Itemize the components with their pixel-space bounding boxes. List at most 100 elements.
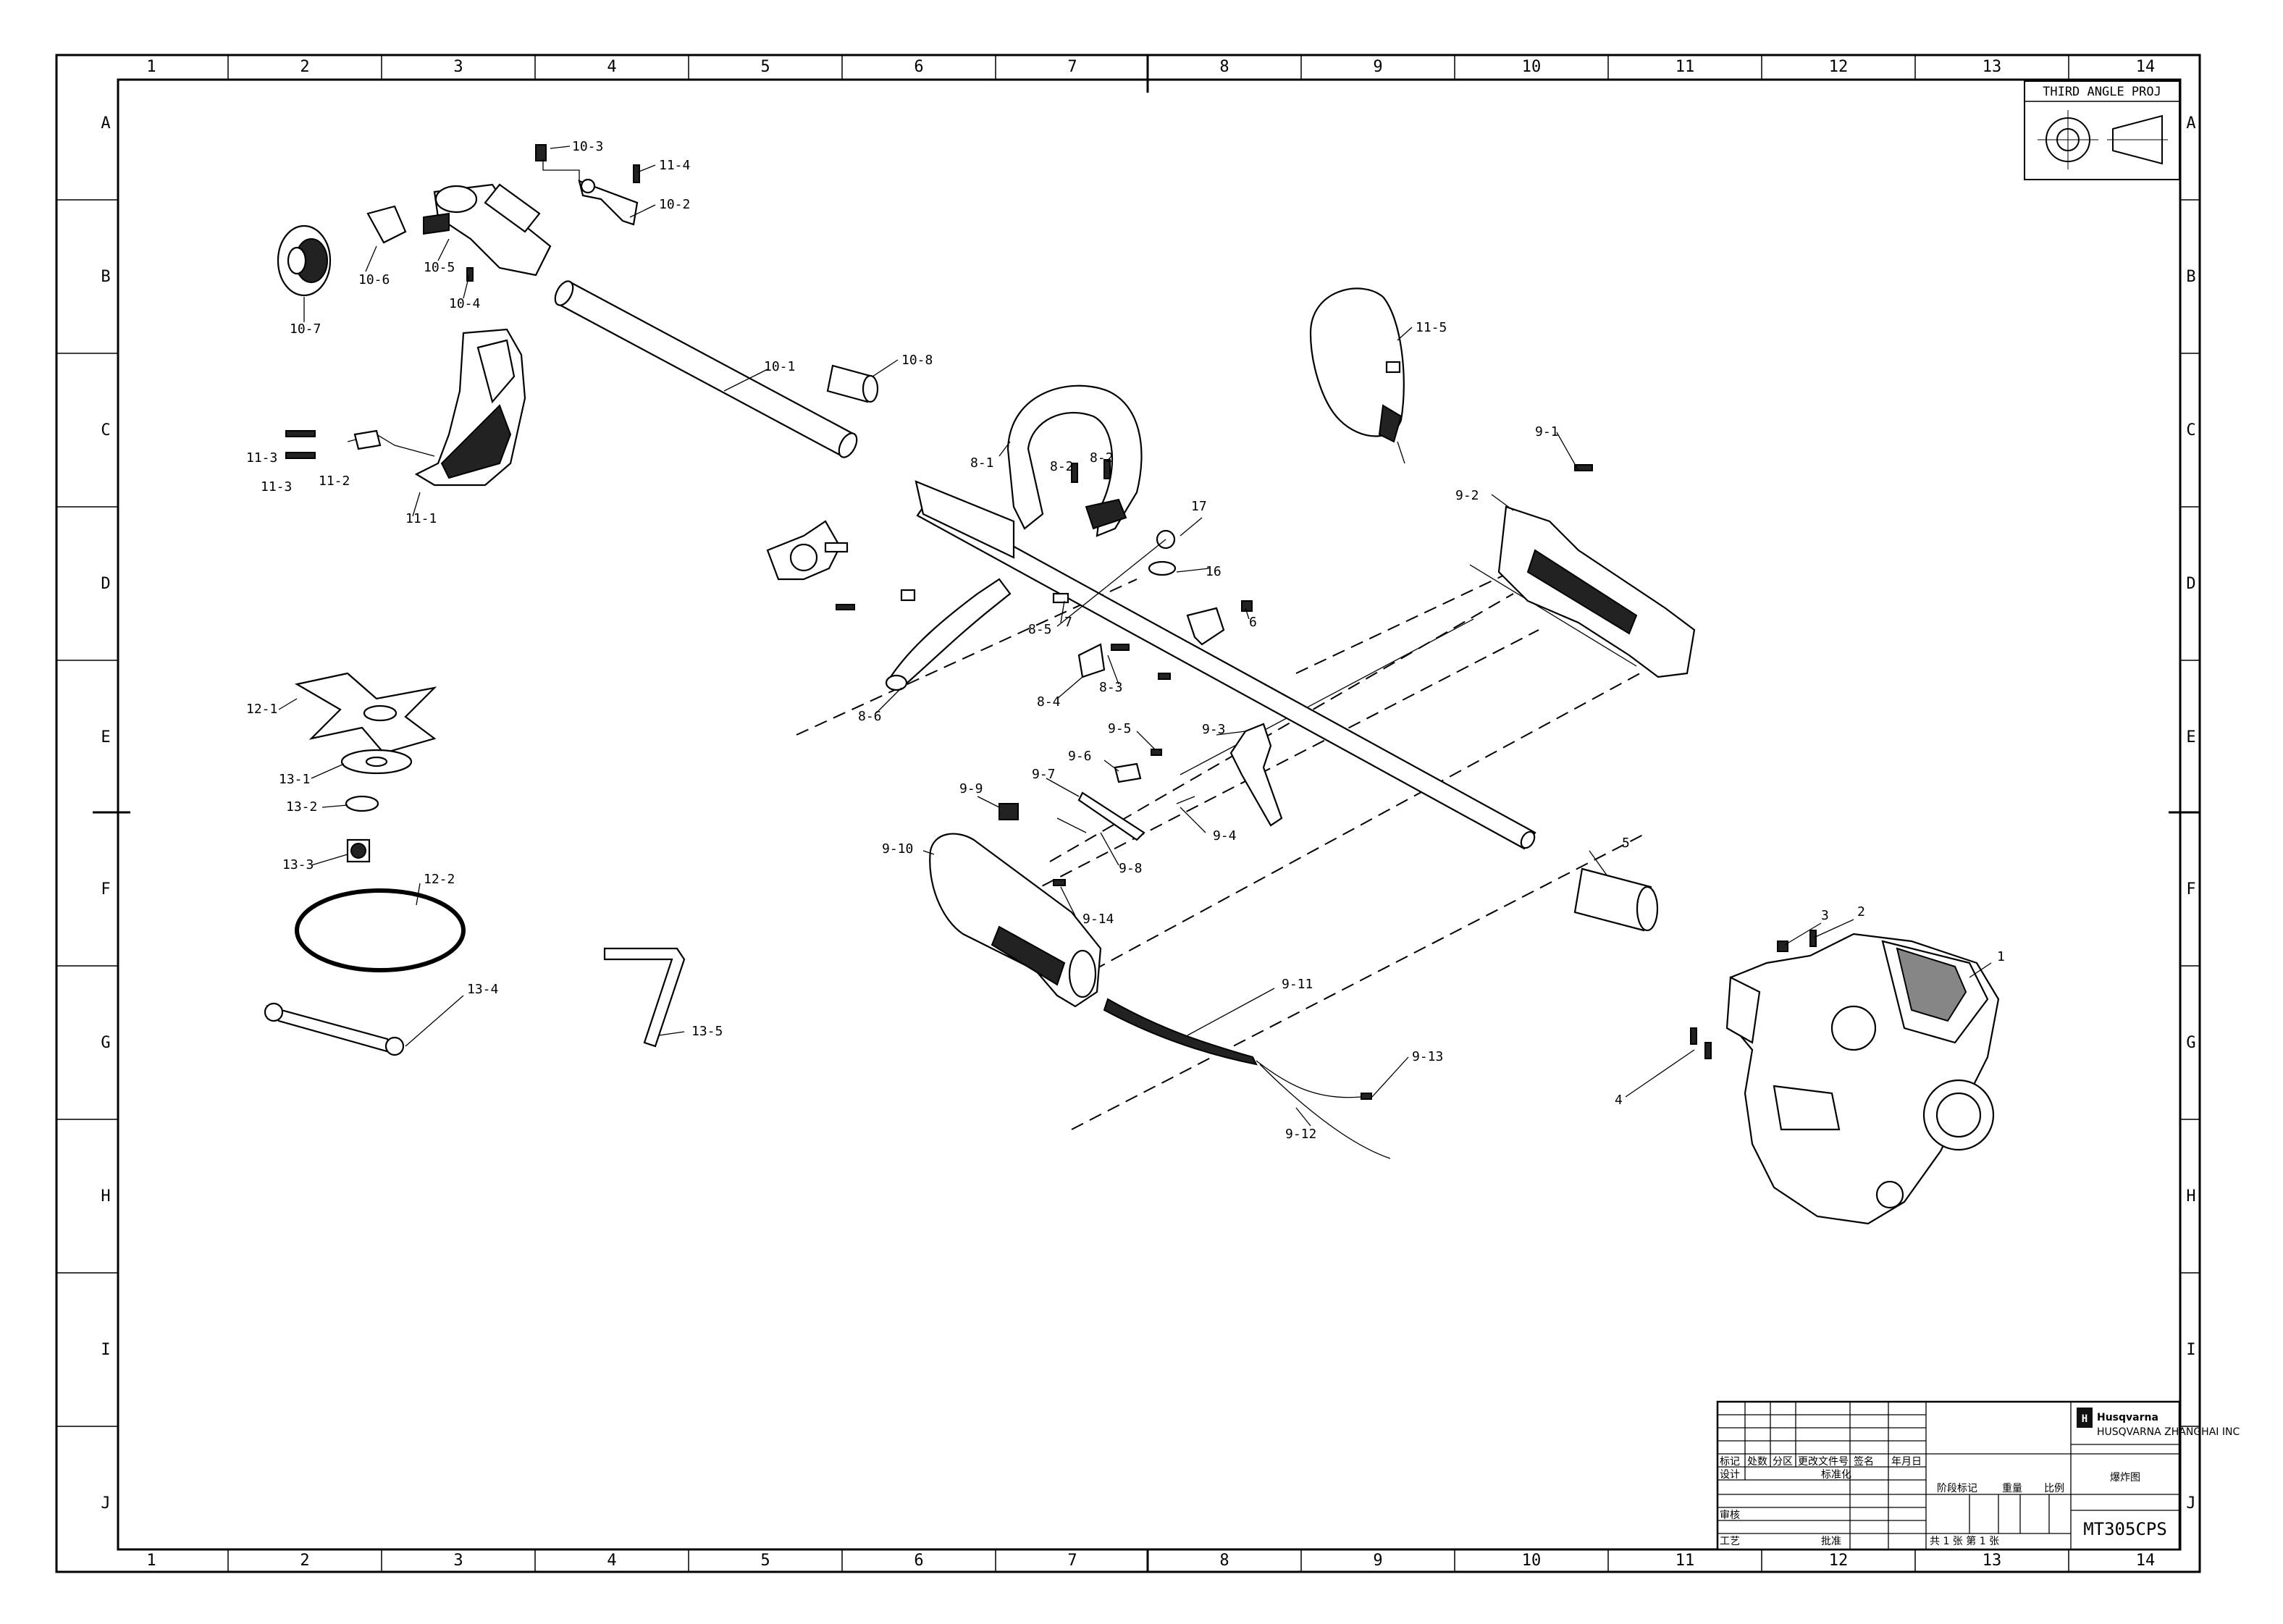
- projection-symbol-box: THIRD ANGLE PROJ: [2024, 80, 2180, 180]
- callout-8-4: 8-4: [1037, 694, 1061, 710]
- col-label: 2: [300, 1552, 309, 1570]
- col-label: 13: [1983, 1552, 2002, 1570]
- handle-grip-8-6: [885, 578, 1012, 691]
- callout-7: 7: [1064, 615, 1072, 630]
- callout-9-1: 9-1: [1535, 424, 1559, 439]
- row-label: H: [101, 1187, 110, 1206]
- husqvarna-logo-icon: [2077, 1408, 2093, 1428]
- callout-9-5: 9-5: [1108, 721, 1132, 736]
- callout-16: 16: [1206, 564, 1222, 579]
- tb-col-header: 年月日: [1891, 1456, 1922, 1468]
- row-label: G: [2186, 1034, 2195, 1052]
- wing-knob: [766, 520, 916, 610]
- callout-9-3: 9-3: [1202, 722, 1226, 737]
- row-label: B: [101, 268, 110, 286]
- callout-13-5: 13-5: [691, 1024, 723, 1039]
- svg-text:H: H: [2082, 1413, 2088, 1425]
- column-labels-bottom: 1 2 3 4 5 6 7 8 9 10 11 12 13 14: [146, 1552, 2155, 1570]
- col-label: 6: [914, 58, 923, 76]
- callout-9-11: 9-11: [1282, 977, 1313, 992]
- col-label: 8: [1219, 58, 1229, 76]
- col-label: 6: [914, 1552, 923, 1570]
- row-label: G: [101, 1034, 110, 1052]
- col-label: 7: [1067, 1552, 1077, 1570]
- tb-col-header: 签名: [1854, 1455, 1874, 1468]
- row-label: C: [2186, 421, 2195, 439]
- row-label: B: [2186, 268, 2195, 286]
- callout-9-8: 9-8: [1119, 861, 1143, 876]
- drawing-title: 爆炸图: [2110, 1472, 2140, 1484]
- callout-9-14: 9-14: [1082, 912, 1114, 927]
- callout-12-1: 12-1: [246, 702, 277, 717]
- harness-strap-11-5: [1309, 287, 1405, 464]
- tb-scale: 比例: [2044, 1483, 2064, 1494]
- row-dividers: [56, 199, 2200, 1427]
- row-label: E: [2186, 728, 2195, 746]
- gear-head-group: [277, 144, 640, 297]
- callout-9-12: 9-12: [1285, 1127, 1316, 1142]
- callout-11-4: 11-4: [659, 158, 690, 173]
- row-label: F: [101, 880, 110, 899]
- callout-13-2: 13-2: [286, 799, 317, 815]
- col-label: 4: [607, 1552, 616, 1570]
- row-label: J: [2186, 1494, 2195, 1512]
- callout-10-4: 10-4: [449, 296, 480, 311]
- tb-design: 设计: [1720, 1469, 1740, 1481]
- blade-kit: [264, 672, 466, 1056]
- callout-9-9: 9-9: [959, 781, 983, 796]
- callout-10-3: 10-3: [572, 139, 603, 154]
- row-label: A: [101, 114, 110, 132]
- model-number: MT305CPS: [2083, 1519, 2167, 1539]
- callout-10-7: 10-7: [290, 321, 321, 337]
- tb-col-header: 更改文件号: [1798, 1456, 1849, 1468]
- spacer-5: [1573, 867, 1659, 932]
- projection-cone-icon: [2112, 114, 2163, 165]
- col-label: 12: [1829, 1552, 1849, 1570]
- col-label: 1: [146, 1552, 156, 1570]
- row-label: J: [101, 1494, 110, 1512]
- col-label: 5: [760, 1552, 770, 1570]
- col-label: 4: [607, 58, 616, 76]
- row-label: C: [101, 421, 110, 439]
- sleeve-10-8: [826, 364, 879, 403]
- leader-lines: [278, 146, 1992, 1127]
- row-label: E: [101, 728, 110, 746]
- col-label: 3: [453, 1552, 463, 1570]
- col-label: 7: [1067, 58, 1077, 76]
- tb-standardize: 标准化: [1821, 1469, 1851, 1481]
- col-label: 14: [2136, 58, 2156, 76]
- callout-9-13: 9-13: [1412, 1049, 1443, 1064]
- rear-handle-housing-9-2: [1497, 464, 1696, 678]
- col-label: 10: [1522, 1552, 1542, 1570]
- row-label: I: [2186, 1341, 2195, 1359]
- callout-11-3: 11-3: [261, 479, 292, 495]
- col-label: 9: [1373, 1552, 1382, 1570]
- callout-11-5: 11-5: [1416, 320, 1447, 335]
- engine-1: [1690, 930, 2000, 1225]
- callout-10-1: 10-1: [764, 359, 795, 374]
- col-label: 8: [1219, 1552, 1229, 1570]
- callout-11-3: 11-3: [246, 450, 277, 466]
- callout-10-5: 10-5: [424, 260, 455, 275]
- col-label: 11: [1676, 58, 1695, 76]
- callout-9-10: 9-10: [882, 841, 913, 857]
- row-label: I: [101, 1341, 110, 1359]
- row-label: H: [2186, 1187, 2195, 1206]
- callout-6: 6: [1249, 615, 1257, 630]
- col-label: 10: [1522, 58, 1542, 76]
- callout-3: 3: [1821, 908, 1829, 923]
- callout-8-2: 8-2: [1050, 459, 1074, 474]
- tb-col-header: 分区: [1773, 1456, 1793, 1468]
- tb-weight: 重量: [2002, 1483, 2022, 1494]
- callout-12-2: 12-2: [424, 872, 455, 887]
- callout-17: 17: [1191, 499, 1207, 514]
- tb-review: 审核: [1720, 1510, 1740, 1521]
- row-label: A: [2186, 114, 2195, 132]
- brand-name: Husqvarna: [2097, 1412, 2158, 1423]
- row-labels-left: A B C D E F G H I J: [101, 114, 110, 1512]
- tb-sheets: 共 1 张 第 1 张: [1930, 1535, 1999, 1547]
- callout-9-2: 9-2: [1455, 488, 1479, 503]
- callout-8-5: 8-5: [1028, 622, 1052, 637]
- col-label: 2: [300, 58, 309, 76]
